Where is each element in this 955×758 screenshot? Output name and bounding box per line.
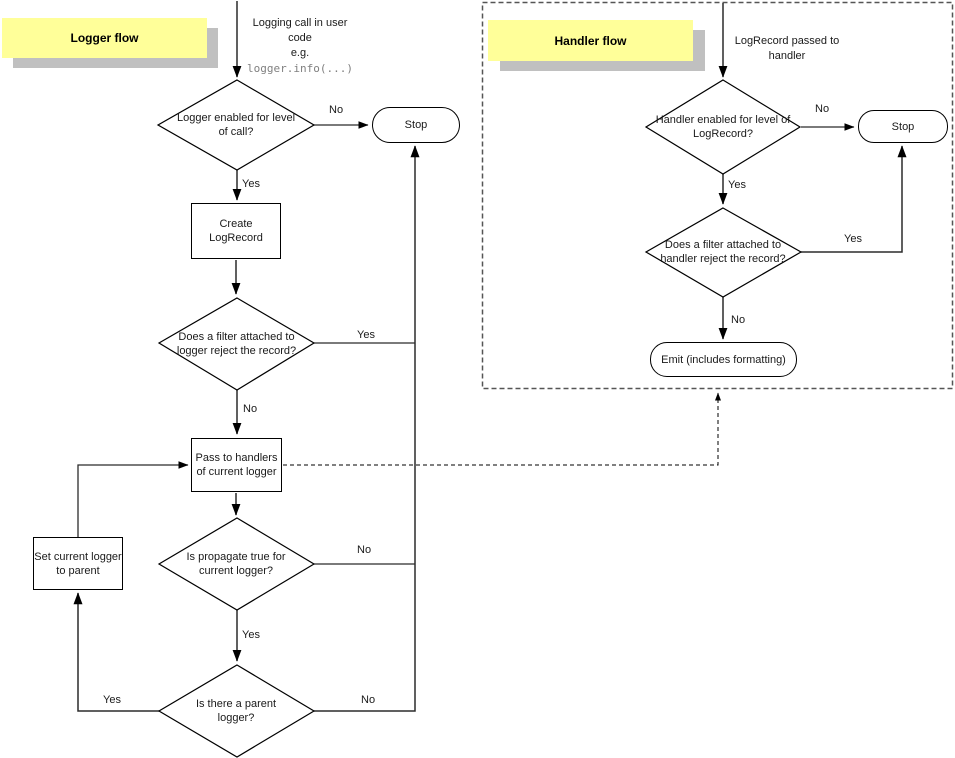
pass-to-handlers-box: Pass to handlers of current logger — [191, 438, 282, 492]
diamond-handler-filter — [644, 207, 803, 298]
label-propagate-yes: Yes — [242, 629, 260, 641]
logger-enabled-question: Logger enabled for level of call? — [176, 112, 296, 138]
edge-parent-yes-to-setparent — [73, 592, 160, 712]
logger-flow-title: Logger flow — [70, 31, 139, 45]
edge-pass-to-handler-flow-dashed — [283, 392, 721, 466]
emit-node: Emit (includes formatting) — [650, 342, 797, 377]
edge-parent-no-to-stop — [314, 145, 420, 712]
handler-entry-text: LogRecord passed to handler — [734, 35, 840, 62]
handler-flow-label: Handler flow — [488, 20, 693, 61]
logger-entry-text: Logging call in user code — [252, 17, 348, 44]
logger-entry-code: logger.info(...) — [247, 62, 353, 75]
handler-flow-frame — [481, 1, 954, 390]
diamond-propagate — [157, 517, 316, 611]
handler-flow-title: Handler flow — [554, 33, 627, 48]
handler-entry-note: LogRecord passed to handler — [726, 34, 848, 64]
handler-filter-question: Does a filter attached to handler reject… — [660, 239, 786, 265]
set-current-logger-box: Set current logger to parent — [33, 537, 123, 590]
logger-flow-label: Logger flow — [2, 18, 207, 58]
propagate-question: Is propagate true for current logger? — [186, 551, 286, 577]
parent-question: Is there a parent logger? — [195, 698, 277, 724]
label-parent-yes: Yes — [103, 694, 121, 706]
label-parent-no: No — [361, 694, 376, 706]
label-enabled-yes: Yes — [242, 178, 260, 190]
create-logrecord-box: Create LogRecord — [191, 203, 281, 259]
label-enabled-no: No — [329, 104, 344, 116]
logger-entry-eg: e.g. — [290, 47, 310, 59]
label-henabled-yes: Yes — [728, 179, 746, 191]
label-henabled-no: No — [815, 103, 830, 115]
label-filter-yes: Yes — [357, 329, 375, 341]
label-hfilter-no: No — [731, 314, 746, 326]
handler-enabled-question: Handler enabled for level of LogRecord? — [655, 114, 791, 140]
logger-entry-note: Logging call in user code e.g. logger.in… — [240, 16, 360, 76]
handler-stop-node: Stop — [858, 110, 948, 143]
edge-hfilter-yes-to-stop — [801, 145, 907, 253]
diamond-parent-logger — [157, 664, 316, 758]
label-propagate-no: No — [357, 544, 372, 556]
label-filter-no: No — [243, 403, 258, 415]
diamond-logger-filter — [157, 297, 316, 391]
diamond-handler-enabled — [644, 79, 802, 175]
edge-setparent-to-pass — [77, 461, 189, 537]
label-hfilter-yes: Yes — [844, 233, 862, 245]
logger-stop-node: Stop — [372, 107, 460, 143]
diamond-logger-enabled — [156, 79, 316, 171]
logger-filter-question: Does a filter attached to logger reject … — [176, 331, 297, 357]
